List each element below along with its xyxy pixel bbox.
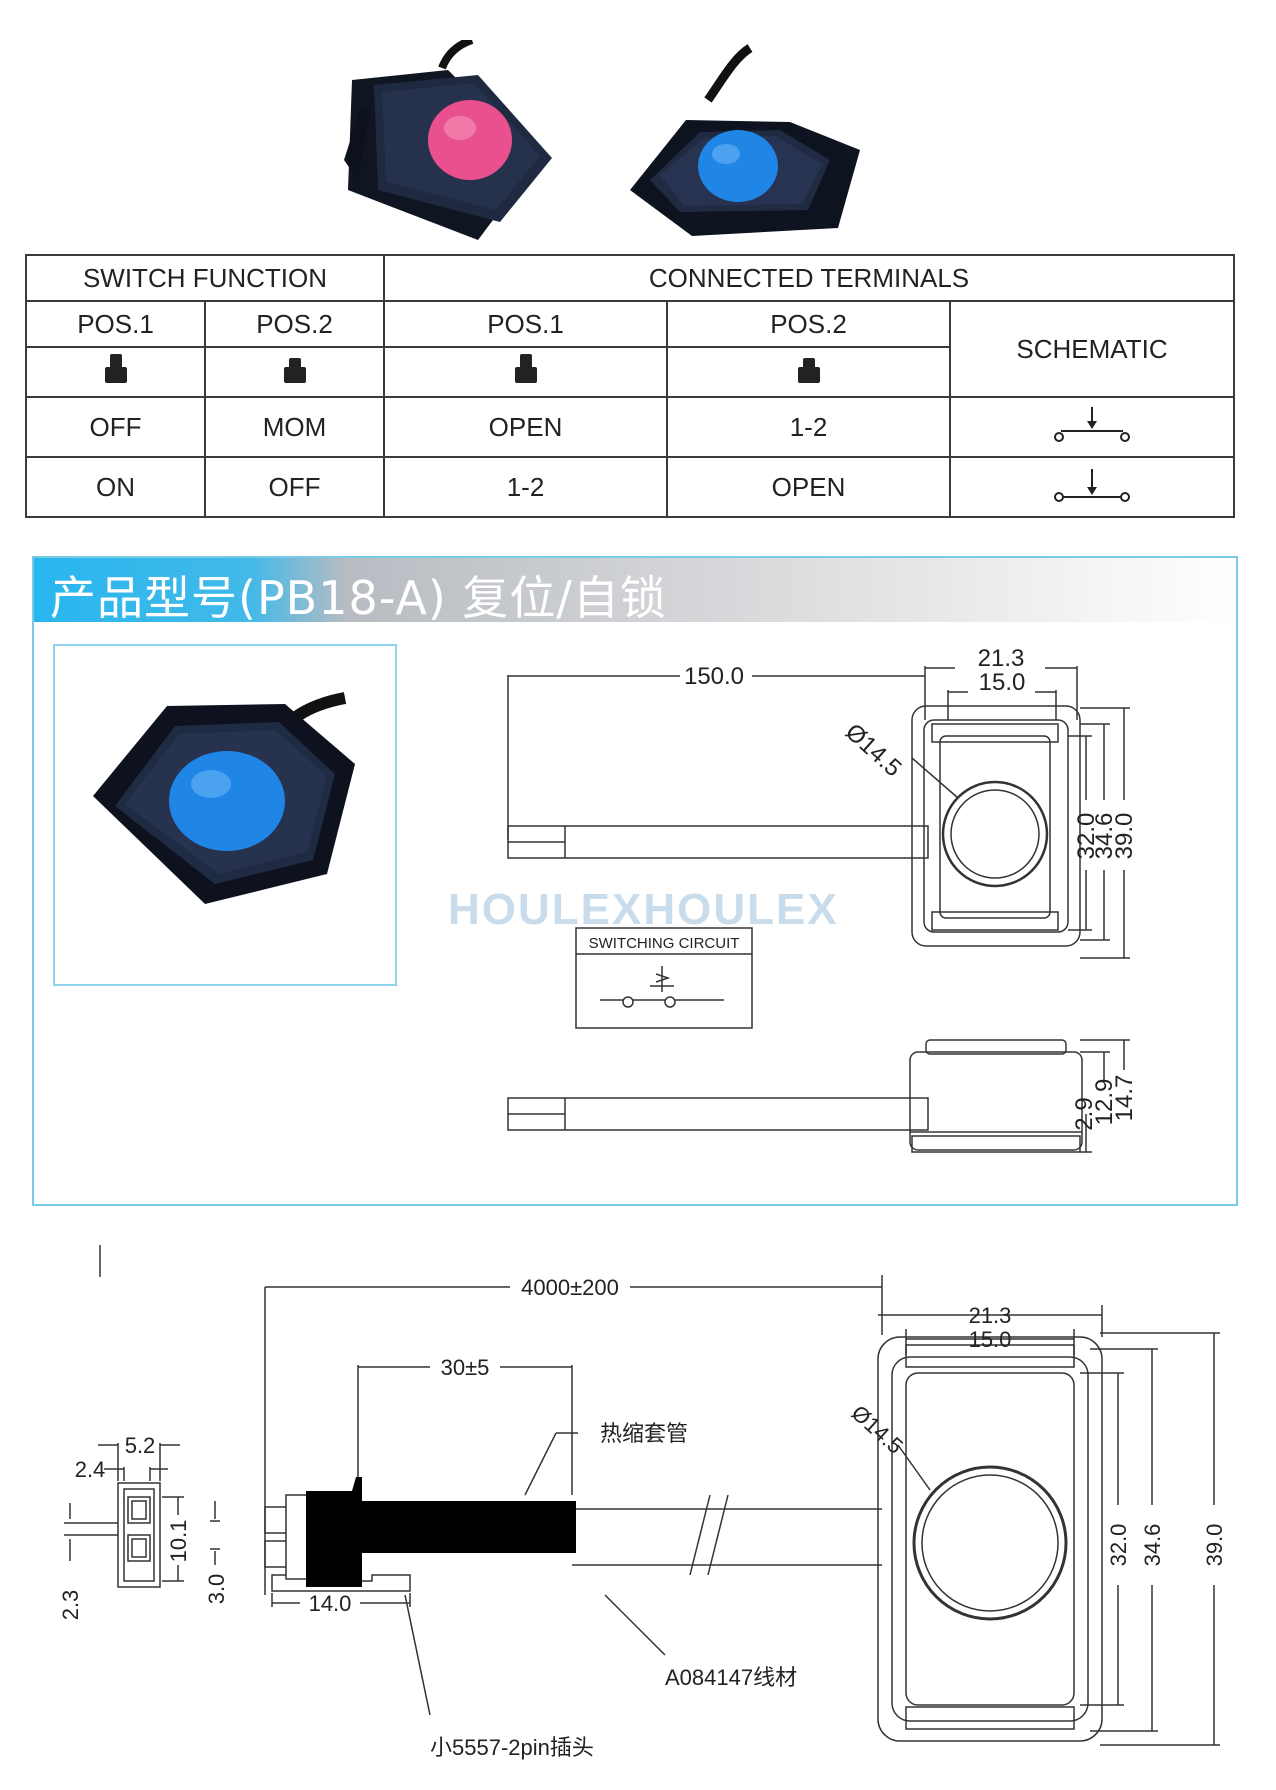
blue-switch-photo xyxy=(630,44,860,236)
pos1-terminal-label: POS.1 xyxy=(383,300,668,348)
connector-pitch-dimension: 2.4 xyxy=(75,1457,106,1482)
switch-function-header: SWITCH FUNCTION xyxy=(25,254,385,302)
pos1-knob-cell xyxy=(25,346,206,398)
connector-offset-dimension: 2.3 xyxy=(60,1590,83,1621)
pink-button-icon xyxy=(428,100,512,180)
row1-pos2: MOM xyxy=(204,396,385,458)
switching-circuit-label: SWITCHING CIRCUIT xyxy=(589,935,740,952)
outer-width-dimension: 21.3 xyxy=(969,1303,1012,1328)
watermark: HOULEXHOULEX xyxy=(448,885,839,934)
row2-pos2: OFF xyxy=(204,456,385,518)
outer-width-dimension: 21.3 xyxy=(978,645,1025,672)
closed-schematic-icon xyxy=(1054,468,1130,502)
height-34-dimension: 34.6 xyxy=(1140,1524,1165,1567)
row2-pos1: ON xyxy=(25,456,206,518)
pos2-terminal-label: POS.2 xyxy=(666,300,951,348)
pink-switch-photo xyxy=(344,40,552,240)
normally-open-schematic-icon xyxy=(1054,406,1130,442)
connector-height-dimension: 10.1 xyxy=(166,1520,191,1563)
switch-function-table: SWITCH FUNCTION CONNECTED TERMINALS POS.… xyxy=(25,254,1236,518)
row1-terminal-pos2: 1-2 xyxy=(666,396,951,458)
height-39-dimension: 39.0 xyxy=(1111,813,1138,860)
section-title: 产品型号(PB18-A) 复位/自锁 xyxy=(50,571,667,625)
side-dim-12-9: 12.9 xyxy=(1091,1079,1118,1126)
product-photos xyxy=(344,40,860,240)
plug-label: 小5557-2pin插头 xyxy=(430,1735,594,1760)
height-32-dimension: 32.0 xyxy=(1106,1524,1131,1567)
connector-width-dimension: 5.2 xyxy=(125,1433,156,1458)
blue-button-icon xyxy=(698,130,778,202)
table-row: ON OFF 1-2 OPEN xyxy=(25,456,1236,518)
pos1-label: POS.1 xyxy=(25,300,206,348)
product-section-panel xyxy=(32,556,1238,1206)
blue-switch-large-photo xyxy=(93,692,355,904)
row1-terminal-pos1: OPEN xyxy=(383,396,668,458)
blue-button-icon xyxy=(169,751,285,851)
button-up-icon xyxy=(104,353,127,384)
wire-label: A084147线材 xyxy=(665,1665,797,1690)
row2-terminal-pos2: OPEN xyxy=(666,456,951,518)
plug-height-dimension: 3.0 xyxy=(204,1574,229,1605)
bottom-dimension-drawing: 4000±200 30±5 21.3 15.0 Ø14.5 32.0 34.6 … xyxy=(60,1245,1227,1760)
diameter-dimension: Ø14.5 xyxy=(840,718,907,782)
button-up-icon xyxy=(514,353,537,384)
height-39-dimension: 39.0 xyxy=(1202,1524,1227,1567)
pos2-terminal-knob-cell xyxy=(666,346,951,398)
pos2-knob-cell xyxy=(204,346,385,398)
pos1-terminal-knob-cell xyxy=(383,346,668,398)
top-dimension-drawing: 150.0 21.3 15.0 Ø14.5 32.0 34.6 39.0 2.9… xyxy=(507,645,1138,1153)
height-32-dimension: 32.0 xyxy=(1073,813,1100,860)
inner-width-dimension: 15.0 xyxy=(969,1327,1012,1352)
plug-length-dimension: 14.0 xyxy=(309,1591,352,1616)
connected-terminals-header: CONNECTED TERMINALS xyxy=(382,254,1236,302)
heat-shrink-label: 热缩套管 xyxy=(600,1421,688,1446)
button-down-icon xyxy=(797,354,820,384)
inner-width-dimension: 15.0 xyxy=(979,669,1026,696)
side-dim-2-9: 2.9 xyxy=(1071,1097,1098,1130)
row2-schematic xyxy=(948,456,1236,518)
side-dim-14-7: 14.7 xyxy=(1111,1075,1138,1122)
schematic-header: SCHEMATIC xyxy=(948,300,1236,398)
row1-schematic xyxy=(948,396,1236,458)
length-dimension: 150.0 xyxy=(684,663,744,690)
button-down-icon xyxy=(283,354,306,384)
product-photo-frame xyxy=(53,644,397,986)
connector-plug-icon xyxy=(285,1477,576,1587)
strip-length-dimension: 30±5 xyxy=(441,1355,490,1380)
pos2-label: POS.2 xyxy=(204,300,385,348)
row1-pos1: OFF xyxy=(25,396,206,458)
height-34-dimension: 34.6 xyxy=(1091,813,1118,860)
section-banner xyxy=(34,558,1236,622)
row2-terminal-pos1: 1-2 xyxy=(383,456,668,518)
table-row: OFF MOM OPEN 1-2 xyxy=(25,396,1236,458)
cable-length-dimension: 4000±200 xyxy=(521,1275,619,1300)
